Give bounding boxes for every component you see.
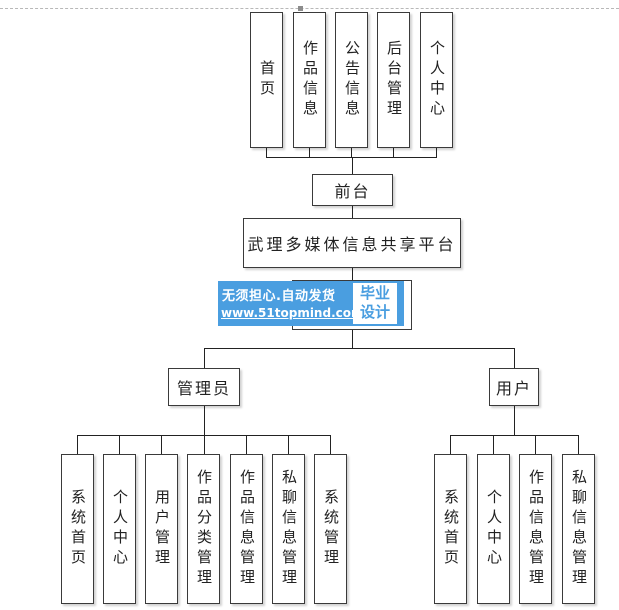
node-user-profile[interactable]: 个人中心 <box>477 454 510 604</box>
watermark-badge: 毕业 设计 <box>353 283 397 324</box>
connector <box>535 435 536 454</box>
node-frontend-notices[interactable]: 公告信息 <box>335 12 368 148</box>
connector <box>450 435 579 436</box>
connector <box>514 348 515 368</box>
node-admin-dashboard[interactable]: 系统首页 <box>61 454 94 604</box>
connector <box>266 157 437 158</box>
connector <box>266 148 267 157</box>
connector <box>436 148 437 157</box>
node-root[interactable]: 武理多媒体信息共享平台 <box>243 218 461 268</box>
watermark-url[interactable]: www.51topmind.com <box>221 306 364 320</box>
node-admin-profile[interactable]: 个人中心 <box>103 454 136 604</box>
connector <box>351 148 352 157</box>
watermark-text: 无须担心.自动发货 www.51topmind.com <box>218 281 364 326</box>
connector <box>309 148 310 157</box>
node-user-works[interactable]: 作品信息管理 <box>519 454 552 604</box>
watermark-banner: 无须担心.自动发货 www.51topmind.com 毕业 设计 <box>218 281 404 326</box>
connector <box>204 435 205 454</box>
node-frontend-home[interactable]: 首页 <box>250 12 283 148</box>
selection-handle[interactable] <box>298 6 303 11</box>
node-frontend-backend[interactable]: 后台管理 <box>377 12 410 148</box>
node-frontend[interactable]: 前台 <box>312 174 393 206</box>
node-admin-system[interactable]: 系统管理 <box>314 454 347 604</box>
connector <box>393 148 394 157</box>
connector <box>161 435 162 454</box>
node-user-dashboard[interactable]: 系统首页 <box>434 454 467 604</box>
connector <box>204 406 205 435</box>
node-user-messages[interactable]: 私聊信息管理 <box>562 454 595 604</box>
connector <box>493 435 494 454</box>
node-frontend-works[interactable]: 作品信息 <box>293 12 326 148</box>
watermark-badge-line2: 设计 <box>359 303 390 321</box>
connector <box>119 435 120 454</box>
connector <box>450 435 451 454</box>
watermark-badge-line1: 毕业 <box>359 284 390 302</box>
node-admin[interactable]: 管理员 <box>168 368 240 406</box>
node-frontend-profile[interactable]: 个人中心 <box>420 12 453 148</box>
connector <box>330 435 331 454</box>
connector <box>204 348 515 349</box>
connector <box>352 206 353 218</box>
page-boundary <box>0 8 619 9</box>
node-admin-categories[interactable]: 作品分类管理 <box>187 454 220 604</box>
node-admin-works[interactable]: 作品信息管理 <box>230 454 263 604</box>
connector <box>77 435 78 454</box>
connector <box>288 435 289 454</box>
connector <box>246 435 247 454</box>
node-admin-users[interactable]: 用户管理 <box>145 454 178 604</box>
connector <box>578 435 579 454</box>
connector <box>514 406 515 435</box>
watermark-slogan: 无须担心.自动发货 <box>222 289 336 304</box>
connector <box>204 348 205 368</box>
node-admin-messages[interactable]: 私聊信息管理 <box>272 454 305 604</box>
connector <box>352 157 353 174</box>
node-user[interactable]: 用户 <box>489 368 539 406</box>
